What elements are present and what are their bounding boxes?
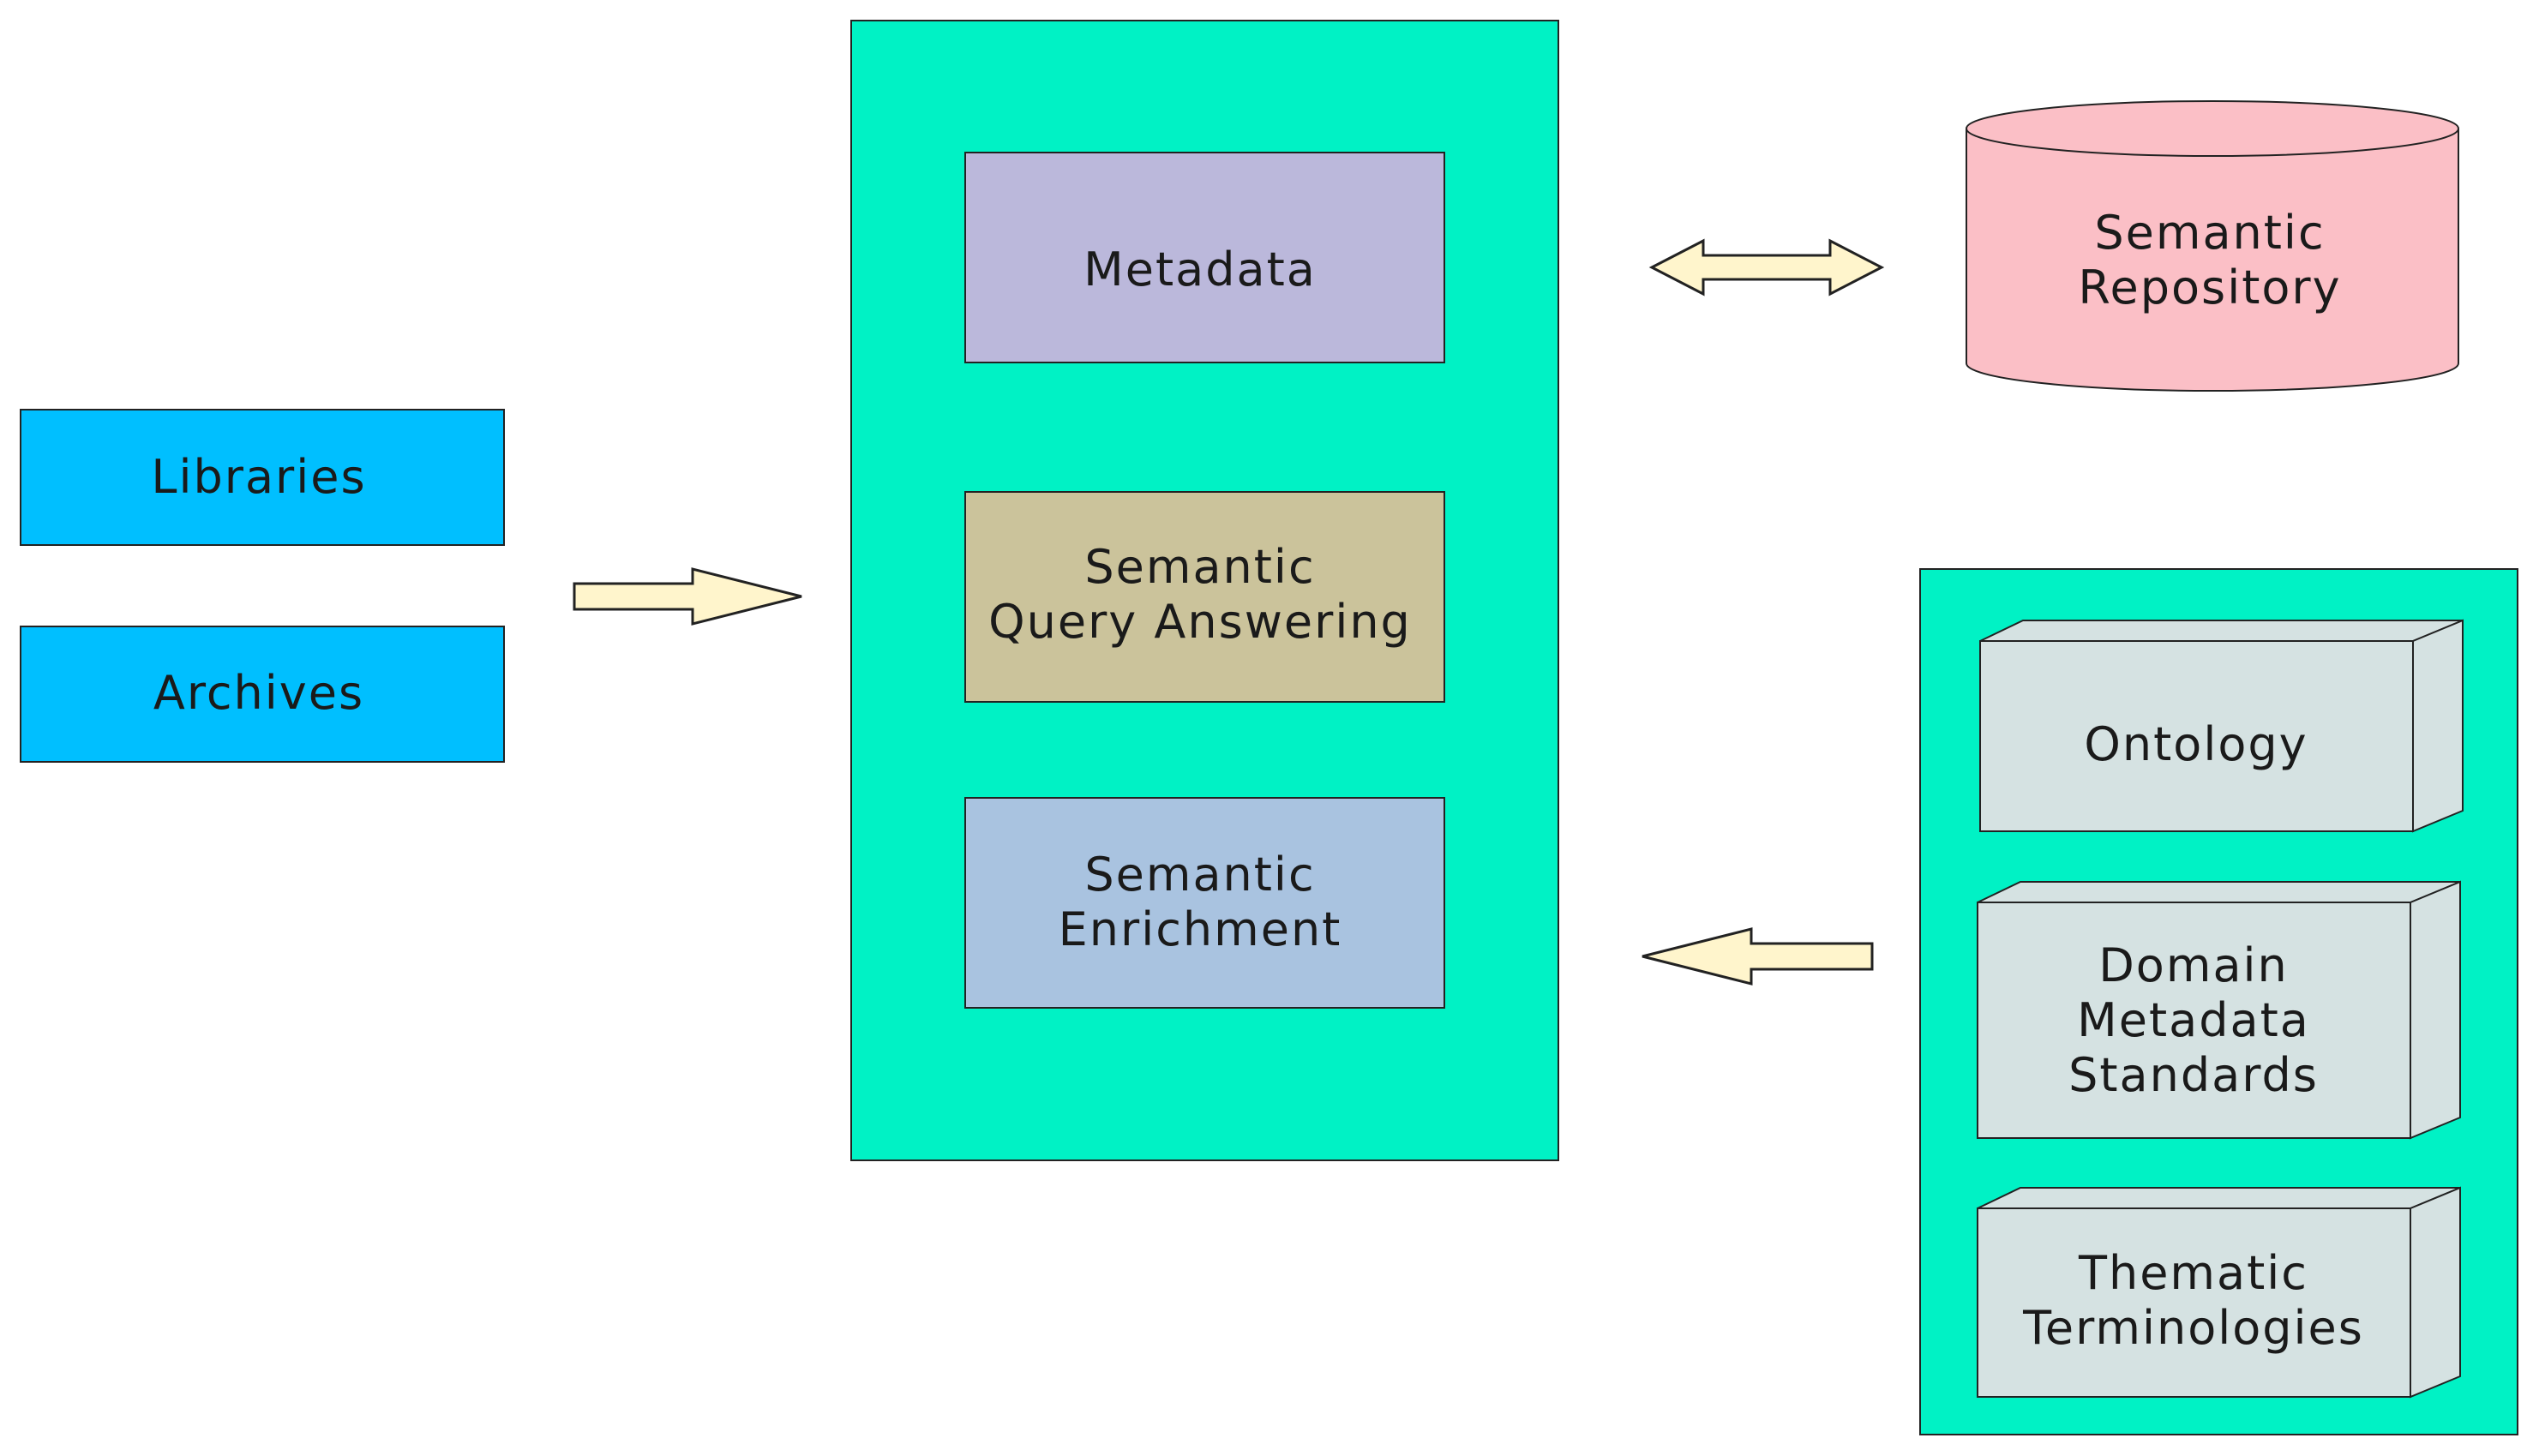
thematic-terminologies-box-side	[2410, 1186, 2461, 1399]
query-answering-node: Semantic Query Answering	[964, 491, 1445, 703]
thematic-terminologies-box-front	[1977, 1207, 2411, 1398]
core-repository-double-arrow	[1648, 238, 1885, 297]
domain-standards-label-line1: Domain	[2098, 938, 2289, 992]
enrichment-node: Semantic Enrichment	[964, 797, 1445, 1009]
archives-label: Archives	[153, 666, 364, 720]
ontology-box-front	[1979, 640, 2414, 832]
thematic-terminologies-box-top	[1977, 1187, 2461, 1209]
query-answering-box	[964, 491, 1445, 703]
repository-label-line2: Repository	[2078, 261, 2341, 315]
repository-cylinder-top	[1966, 100, 2459, 157]
repository-cylinder-body	[1966, 129, 2459, 392]
metadata-node: Metadata	[964, 152, 1445, 363]
archives-node: Archives	[20, 626, 505, 763]
enrichment-label-line2: Enrichment	[1059, 902, 1342, 956]
domain-standards-box-front	[1977, 902, 2411, 1139]
thematic-terminologies-node: Thematic Terminologies	[1977, 1186, 2461, 1399]
libraries-box	[20, 409, 505, 546]
enrichment-label-line1: Semantic	[1084, 848, 1315, 902]
query-answering-label-line2: Query Answering	[988, 595, 1412, 649]
domain-standards-box-top	[1977, 881, 2461, 903]
libraries-node: Libraries	[20, 409, 505, 546]
libraries-label: Libraries	[151, 450, 366, 504]
sources-to-core-arrow	[573, 567, 802, 626]
domain-standards-node: Domain Metadata Standards	[1977, 880, 2461, 1140]
metadata-box	[964, 152, 1445, 363]
ontology-node: Ontology	[1979, 619, 2464, 833]
semantic-repository-node: Semantic Repository	[1966, 100, 2459, 392]
query-answering-label-line1: Semantic	[1084, 540, 1315, 594]
ontology-box-top	[1979, 620, 2464, 642]
ontology-label: Ontology	[2084, 717, 2308, 771]
thematic-terminologies-label-line2: Terminologies	[2022, 1301, 2364, 1355]
ontology-box-side	[2412, 619, 2464, 833]
domain-standards-label-line2: Metadata	[2077, 993, 2310, 1047]
knowledge-to-core-arrow	[1642, 927, 1874, 986]
repository-label-line1: Semantic	[2094, 206, 2325, 260]
archives-box	[20, 626, 505, 763]
domain-standards-label-line3: Standards	[2068, 1048, 2319, 1102]
thematic-terminologies-label-line1: Thematic	[2078, 1246, 2308, 1300]
enrichment-box	[964, 797, 1445, 1009]
domain-standards-box-side	[2410, 880, 2461, 1140]
metadata-label: Metadata	[1083, 243, 1317, 297]
